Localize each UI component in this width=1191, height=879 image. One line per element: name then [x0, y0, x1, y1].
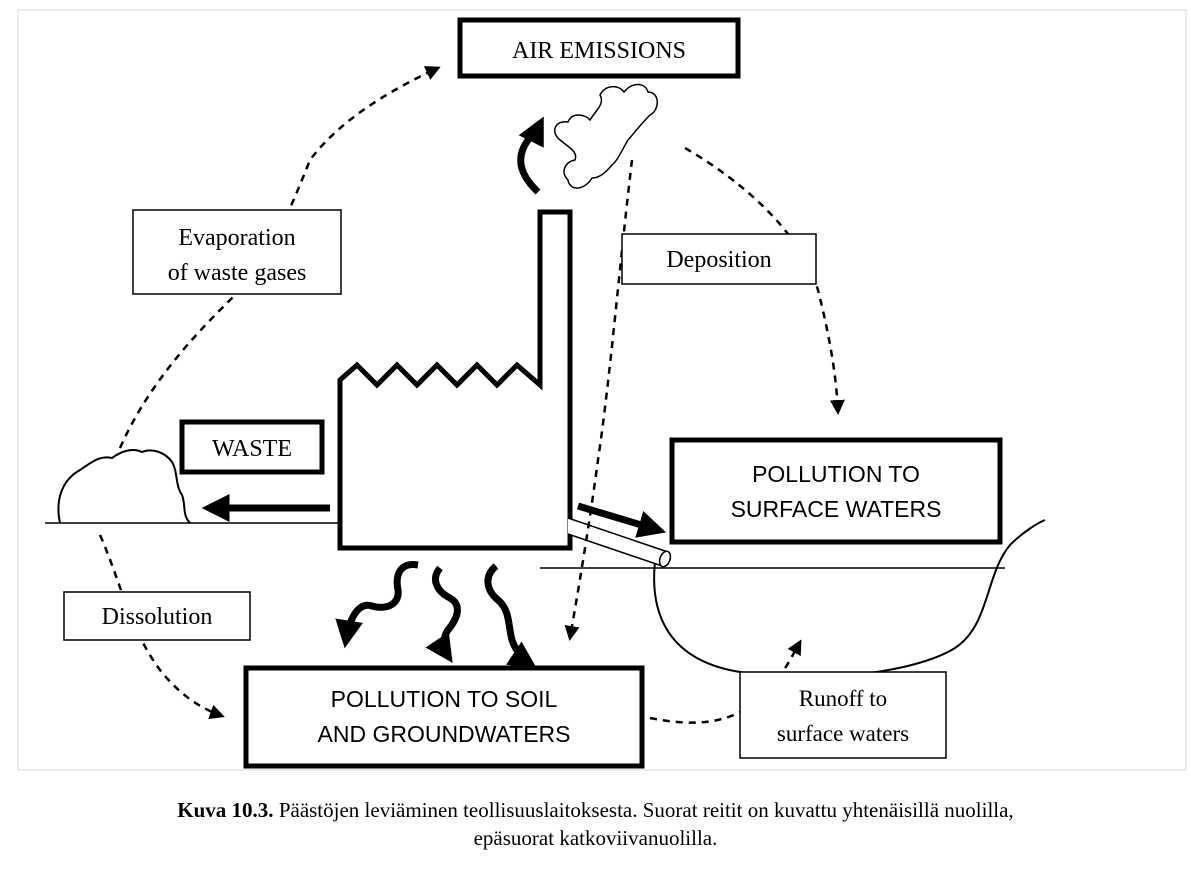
smoke-cloud — [553, 83, 658, 189]
soil-label-line1: POLLUTION TO SOIL — [331, 686, 558, 712]
caption-text: Päästöjen leviäminen teollisuuslaitokses… — [273, 798, 1014, 822]
caption-line2: epäsuorat katkoviivanuolilla. — [473, 826, 718, 850]
dissolution-label: Dissolution — [102, 604, 213, 630]
caption-number: Kuva 10.3. — [177, 798, 274, 822]
runoff-box — [739, 671, 947, 759]
soil-arrow-2 — [425, 565, 461, 663]
caption-line1: Kuva 10.3. Päästöjen leviäminen teollisu… — [0, 796, 1191, 824]
factory-building — [337, 209, 573, 551]
soil-arrow-1 — [335, 561, 419, 649]
evaporation-box — [132, 209, 342, 295]
deposition-arrow-lake — [684, 146, 845, 415]
soil-arrow-3 — [484, 563, 537, 669]
lake-basin — [653, 519, 1046, 678]
air-emissions-label: AIR EMISSIONS — [512, 38, 686, 64]
air-emissions-box — [457, 17, 741, 79]
runoff-label-line1: Runoff to — [799, 686, 887, 711]
waste-pile — [57, 448, 191, 524]
waste-box — [179, 419, 325, 475]
surface-waters-label-line1: POLLUTION TO — [752, 461, 920, 487]
chimney-emission-arrow — [517, 116, 544, 195]
deposition-arrow-soil — [564, 159, 634, 641]
soil-label-line2: AND GROUNDWATERS — [318, 721, 571, 747]
dissolution-arrow — [98, 534, 225, 719]
evaporation-label-line1: Evaporation — [178, 225, 295, 251]
surface-waters-box — [669, 437, 1003, 545]
pipe-outlet — [658, 550, 672, 568]
soil-groundwater-box — [243, 665, 645, 769]
evaporation-label-line2: of waste gases — [168, 260, 307, 286]
runoff-label-line2: surface waters — [777, 721, 909, 746]
waste-label: WASTE — [212, 436, 292, 462]
figure-caption: Kuva 10.3. Päästöjen leviäminen teollisu… — [0, 796, 1191, 852]
deposition-box — [621, 233, 817, 285]
figure-frame — [17, 9, 1187, 771]
dissolution-box — [63, 591, 251, 641]
surface-waters-label-line2: SURFACE WATERS — [731, 496, 942, 522]
deposition-label: Deposition — [666, 247, 771, 273]
